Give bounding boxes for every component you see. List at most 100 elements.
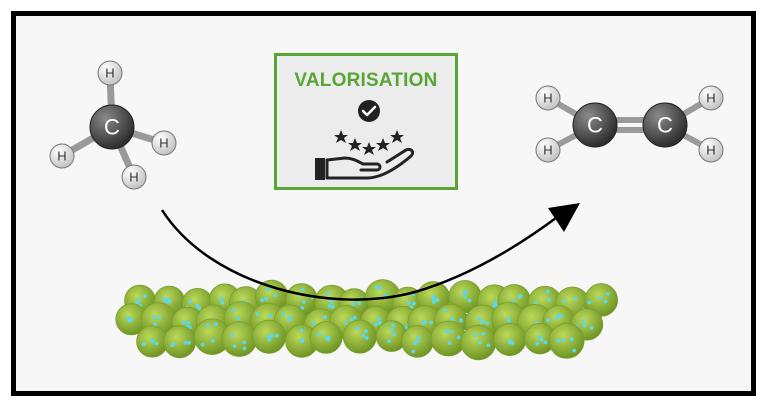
active-site-dot <box>485 321 490 325</box>
active-site-dot <box>494 303 498 308</box>
active-site-dot <box>598 296 603 301</box>
active-site-dot <box>236 316 240 321</box>
active-site-dot <box>435 298 440 302</box>
reaction-arrow <box>160 209 561 301</box>
active-site-dot <box>361 333 366 338</box>
active-site-dot <box>432 300 436 304</box>
active-site-dot <box>377 320 382 325</box>
active-site-dot <box>545 289 550 294</box>
active-site-dot <box>329 300 334 304</box>
methane-h-bottom-label: H <box>129 170 138 185</box>
active-site-dot <box>281 312 286 317</box>
active-site-dot <box>162 297 167 302</box>
active-site-dot <box>509 340 514 345</box>
active-site-dot <box>443 308 447 312</box>
active-site-dot <box>264 296 268 301</box>
active-site-dot <box>157 315 162 320</box>
catalyst-particle <box>163 325 197 359</box>
methane-h-left-label: H <box>57 149 66 164</box>
active-site-dot <box>135 300 140 305</box>
active-site-dot <box>364 329 368 334</box>
active-site-dot <box>267 337 271 342</box>
active-site-dot <box>242 346 247 351</box>
active-site-dot <box>480 320 485 324</box>
active-site-dot <box>352 315 357 320</box>
active-site-dot <box>195 303 200 308</box>
ethylene-h-bottom-right-label: H <box>706 143 715 158</box>
active-site-dot <box>210 338 215 343</box>
active-site-dot <box>299 328 304 333</box>
catalyst-particle <box>221 321 258 357</box>
methane-carbon-label: C <box>104 115 120 140</box>
active-site-dot <box>326 291 330 296</box>
catalyst-bed <box>115 279 618 361</box>
active-site-dot <box>232 344 237 348</box>
active-site-dot <box>267 334 271 339</box>
active-site-dot <box>556 338 560 343</box>
active-site-dot <box>463 294 467 299</box>
active-site-dot <box>444 329 449 334</box>
ethylene-h-top-right: H <box>698 85 724 111</box>
active-site-dot <box>260 298 265 303</box>
active-site-dot <box>301 300 306 304</box>
active-site-dot <box>188 325 192 330</box>
active-site-dot <box>317 332 322 337</box>
active-site-dot <box>387 339 391 344</box>
active-site-dot <box>391 323 395 328</box>
active-site-dot <box>429 320 433 325</box>
active-site-dot <box>170 343 174 348</box>
hand-stars-check-icon <box>315 100 415 180</box>
active-site-dot <box>589 326 594 330</box>
active-site-dot <box>447 341 452 345</box>
active-site-dot <box>562 299 567 303</box>
active-site-dot <box>377 317 381 321</box>
valorisation-box: VALORISATION <box>274 53 458 190</box>
active-site-dot <box>493 300 498 305</box>
active-site-dot <box>374 285 379 290</box>
active-site-dot <box>323 315 327 320</box>
active-site-dot <box>331 305 335 309</box>
active-site-dot <box>311 321 316 326</box>
active-site-dot <box>411 349 416 354</box>
active-site-dot <box>188 299 193 304</box>
active-site-dot <box>506 317 511 322</box>
active-site-dot <box>152 314 156 319</box>
active-site-dot <box>343 321 348 325</box>
ethylene-h-top-right-label: H <box>706 91 715 106</box>
active-site-dot <box>582 323 587 328</box>
active-site-dot <box>391 332 396 337</box>
active-site-dot <box>154 341 159 346</box>
active-site-dot <box>581 319 586 323</box>
active-site-dot <box>187 340 191 345</box>
ethylene-h-bottom-right: H <box>698 137 724 163</box>
methane-h-right-label: H <box>159 136 168 151</box>
active-site-dot <box>477 316 482 321</box>
active-site-dot <box>273 293 278 298</box>
active-site-dot <box>543 340 548 345</box>
valorisation-title: VALORISATION <box>294 70 438 91</box>
active-site-dot <box>299 339 304 343</box>
active-site-dot <box>205 323 210 328</box>
active-site-dot <box>351 302 356 306</box>
active-site-dot <box>270 333 274 338</box>
active-site-dot <box>587 300 592 305</box>
active-site-dot <box>141 342 146 346</box>
active-site-dot <box>547 297 551 302</box>
catalyst-particle <box>584 283 618 317</box>
active-site-dot <box>255 312 260 316</box>
active-site-dot <box>473 333 478 338</box>
catalyst-particle <box>548 322 585 359</box>
ethylene-h-top-left: H <box>535 85 561 111</box>
active-site-dot <box>300 287 305 292</box>
methane-h-left: H <box>49 143 75 169</box>
active-site-dot <box>274 333 279 338</box>
active-site-dot <box>450 317 455 321</box>
active-site-dot <box>200 343 205 347</box>
active-site-dot <box>181 320 186 325</box>
active-site-dot <box>603 299 608 304</box>
active-site-dot <box>378 286 383 290</box>
active-site-dot <box>390 327 394 332</box>
active-site-dot <box>327 304 332 308</box>
